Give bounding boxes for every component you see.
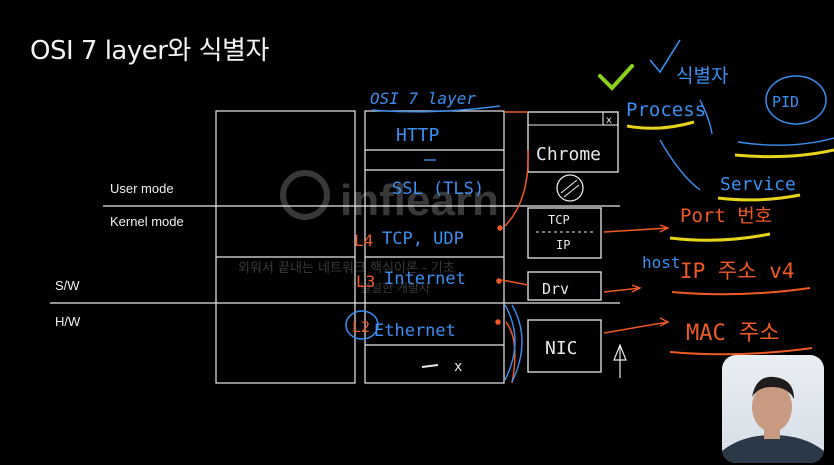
page-title: OSI 7 layer와 식별자 [30, 36, 269, 66]
watermark: inflearn 외워서 끝내는 네트워크 핵심이론 - 기초 널널한 개발자 [238, 170, 499, 295]
x-mark: x [454, 359, 462, 375]
tcp-ip-sub-label: IP [556, 238, 570, 252]
internet-annotation: Internet [384, 269, 466, 289]
user-mode-label: User mode [110, 181, 174, 196]
chrome-label: Chrome [536, 144, 601, 165]
nic-label: NIC [545, 338, 578, 359]
left-stack [215, 110, 356, 384]
http-annotation: HTTP [396, 125, 440, 146]
osi-header-annotation: OSI 7 layer [370, 89, 476, 108]
service-annotation: Service [720, 174, 796, 195]
kernel-mode-label: Kernel mode [110, 214, 184, 229]
l4-annotation: L4 [354, 231, 373, 250]
sw-label: S/W [55, 278, 80, 293]
l3-annotation: L3 [356, 272, 375, 291]
l2-annotation: L2 [352, 318, 370, 336]
watermark-brand: inflearn [340, 176, 499, 225]
watermark-line2: 널널한 개발자 [360, 281, 430, 295]
drv-box [527, 271, 602, 301]
ssl-annotation: SSL (TLS) [392, 179, 484, 199]
process-annotation: Process [626, 99, 706, 121]
chrome-close-icon: x [606, 115, 612, 126]
check-icon [598, 64, 634, 91]
tcp-udp-annotation: TCP, UDP [382, 229, 464, 249]
presenter-webcam [722, 355, 824, 463]
hw-label: H/W [55, 314, 81, 329]
nic-box [527, 319, 602, 373]
mac-annotation: MAC 주소 [686, 321, 779, 346]
identifier-annotation: 식별자 [676, 65, 728, 87]
tcp-ip-box [527, 207, 602, 259]
ethernet-annotation: Ethernet [374, 321, 456, 341]
host-annotation: host [642, 253, 681, 272]
drv-label: Drv [542, 280, 569, 298]
chrome-logo-icon [556, 174, 584, 202]
ip-annotation: IP 주소 v4 [680, 259, 795, 283]
tcp-ip-label: TCP [548, 213, 570, 227]
presenter-avatar [722, 376, 824, 463]
chrome-box [527, 111, 619, 173]
watermark-line1: 외워서 끝내는 네트워크 핵심이론 - 기초 [238, 261, 455, 276]
port-annotation: Port 번호 [680, 205, 772, 227]
pid-annotation: PID [772, 93, 799, 111]
